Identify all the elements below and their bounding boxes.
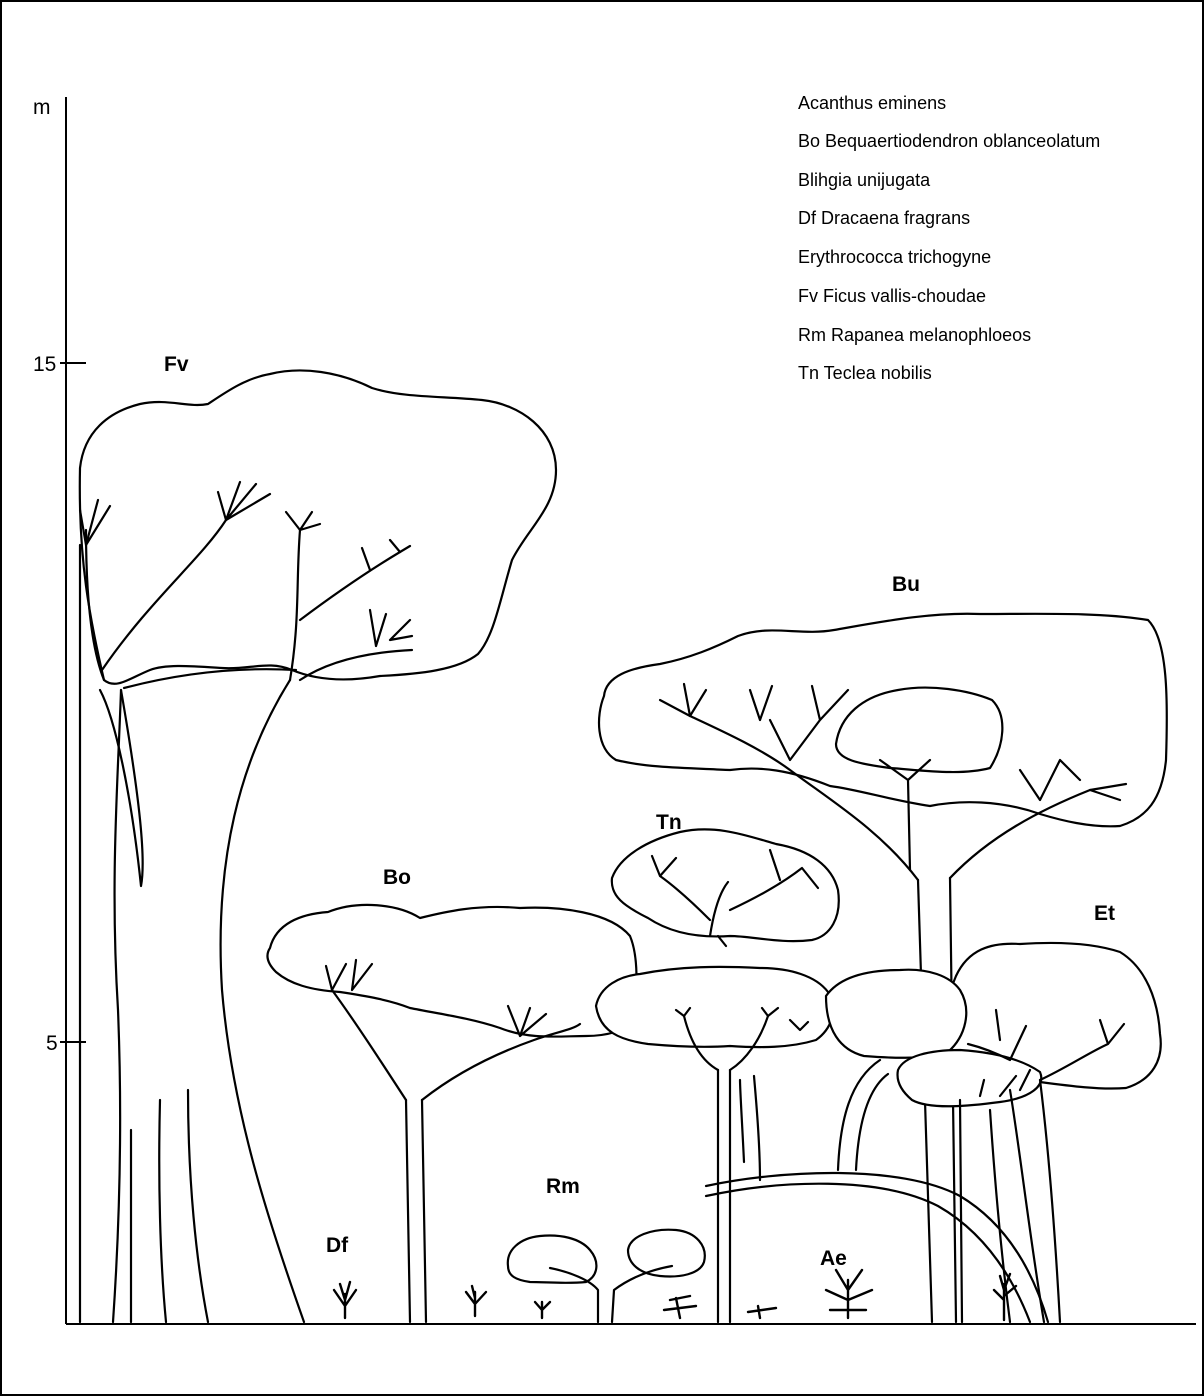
crown [508,1236,597,1283]
label-et: Et [1094,902,1115,925]
label-ae: Ae [820,1247,847,1270]
herb [826,1270,872,1318]
herb [535,1302,550,1318]
legend-item: Df Dracaena fragrans [798,208,970,228]
legend-item: Blihgia unijugata [798,170,931,190]
legend-item: Bo Bequaertiodendron oblanceolatum [798,131,1100,151]
label-rm: Rm [546,1175,580,1198]
label-df: Df [326,1234,349,1257]
herb [664,1296,696,1318]
species-legend: Acanthus eminens Bo Bequaertiodendron ob… [798,93,1100,383]
label-bo: Bo [383,866,411,889]
axis-unit-label: m [33,96,51,119]
herb [466,1286,486,1316]
crown-lower [596,967,833,1047]
tick-label-5: 5 [46,1032,58,1055]
legend-item: Fv Ficus vallis-choudae [798,286,986,306]
crown [628,1230,705,1277]
crown [268,905,637,1037]
legend-item: Acanthus eminens [798,93,946,113]
crown-mid [826,970,966,1058]
crown [80,370,556,683]
tree-fv [80,370,556,1322]
herb [748,1306,776,1318]
understory-plants [334,1270,1016,1320]
legend-item: Erythrococca trichogyne [798,247,991,267]
herb [334,1282,356,1318]
tree-tn [612,829,839,946]
tick-label-15: 15 [33,353,56,376]
tree-tn-lower [676,1008,808,1322]
legend-item: Tn Teclea nobilis [798,363,932,383]
label-fv: Fv [164,353,189,376]
label-bu: Bu [892,573,920,596]
label-tn: Tn [656,811,682,834]
legend-item: Rm Rapanea melanophloeos [798,325,1031,345]
